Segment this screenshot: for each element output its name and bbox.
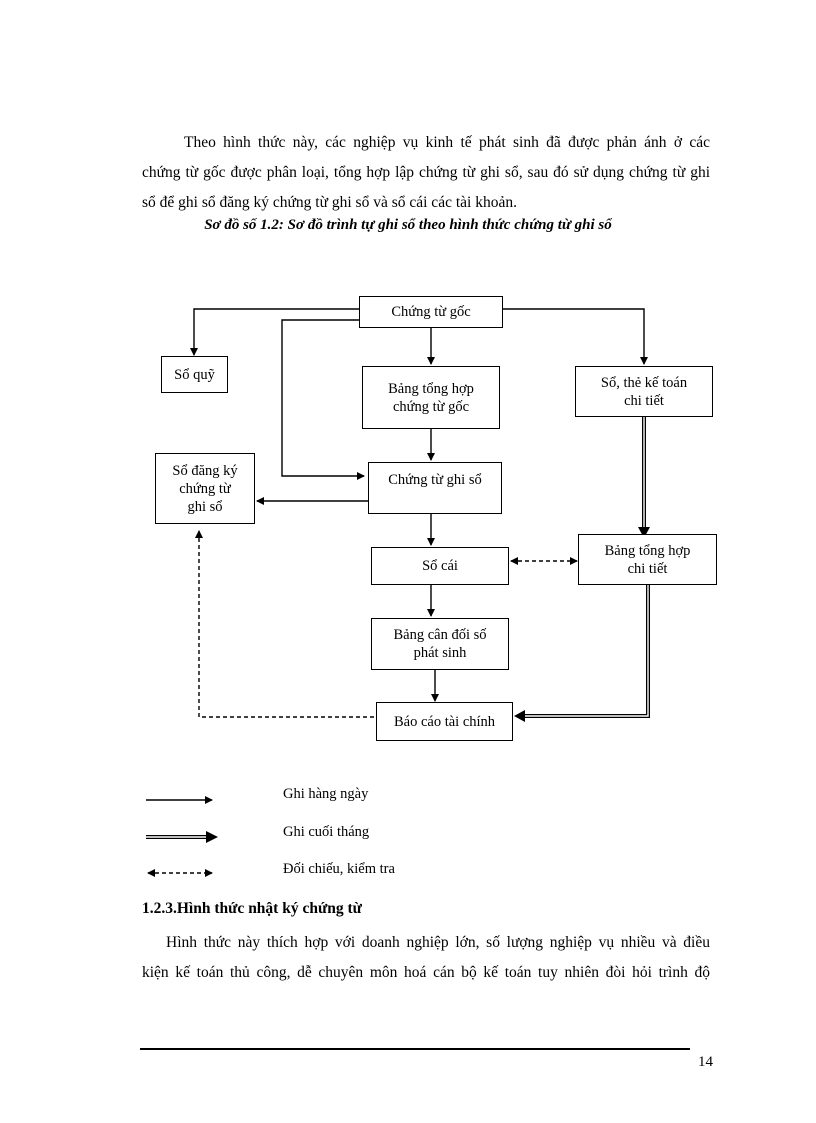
box-so-the-ke-toan-chi-tiet: Sổ, thẻ kế toán chi tiết xyxy=(575,366,713,417)
box-so-cai: Sổ cái xyxy=(371,547,509,585)
box-bang-tong-hop-chung-tu-goc: Bảng tổng hợp chứng từ gốc xyxy=(362,366,500,429)
section-heading: 1.2.3.Hình thức nhật ký chứng từ xyxy=(142,900,362,917)
intro-paragraph: Theo hình thức này, các nghiệp vụ kinh t… xyxy=(142,128,710,218)
box-bao-cao-tai-chinh: Báo cáo tài chính xyxy=(376,702,513,741)
box-so-quy: Sổ quỹ xyxy=(161,356,228,393)
box-chung-tu-ghi-so: Chứng từ ghi sổ xyxy=(368,462,502,514)
arrow-to-so-the xyxy=(503,308,648,365)
body-line: Hình thức này thích hợp với doanh nghiệp… xyxy=(166,934,710,951)
intro-line: Theo hình thức này, các nghiệp vụ kinh t… xyxy=(184,134,710,151)
dashed-bctc-sodk xyxy=(195,530,374,718)
footer-rule xyxy=(140,1048,690,1050)
box-bang-can-doi-so-phat-sinh: Bảng cân đối số phát sinh xyxy=(371,618,509,670)
arrow-bypass-to-ctgs xyxy=(281,319,365,480)
legend-reconcile-label: Đối chiếu, kiểm tra xyxy=(283,861,395,877)
box-so-dang-ky-chung-tu-ghi-so: Sổ đăng ký chứng từ ghi sổ xyxy=(155,453,255,524)
box-bang-tong-hop-chi-tiet: Bảng tổng hợp chi tiết xyxy=(578,534,717,585)
legend-monthend-label: Ghi cuối tháng xyxy=(283,824,370,840)
intro-line: sổ để ghi sổ đăng ký chứng từ ghi sổ và … xyxy=(142,194,517,211)
page-number: 14 xyxy=(698,1054,713,1070)
body-line: kiện kế toán thủ công, dễ chuyên môn hoá… xyxy=(142,964,710,981)
arrow-to-so-quy xyxy=(190,308,359,356)
box-chung-tu-goc: Chứng từ gốc xyxy=(359,296,503,328)
legend-daily-label: Ghi hàng ngày xyxy=(283,786,369,802)
diagram-caption: Sơ đồ số 1.2: Sơ đồ trình tự ghi sổ theo… xyxy=(204,217,612,233)
body-paragraph: Hình thức này thích hợp với doanh nghiệp… xyxy=(142,928,710,988)
double-bthct-to-bctc xyxy=(522,585,650,718)
intro-line: chứng từ gốc được phân loại, tổng hợp lậ… xyxy=(142,164,710,181)
